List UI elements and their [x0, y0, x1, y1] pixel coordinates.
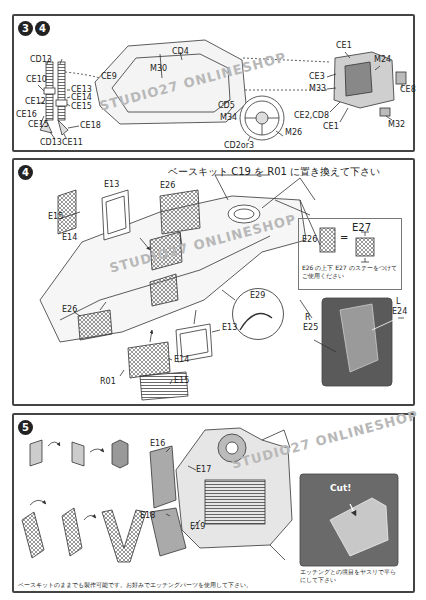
part-label: E16 [150, 440, 165, 449]
photo-inset: Cut! エッチングとの境目をヤスリで平らにして下さい [296, 470, 403, 588]
part-label: E27 [352, 222, 371, 233]
part-label: E26 [62, 306, 77, 315]
watermark-text: STUDIO27 ONLINESHOP [108, 212, 298, 276]
instruction-note: E26 の上下 E27 のステーをつけてご使用ください [302, 264, 398, 279]
part-label: CD13 [30, 56, 52, 65]
part-label: CE1 [323, 123, 339, 132]
part-label: CE2,CD8 [294, 112, 329, 121]
part-label: Cut! [330, 484, 351, 494]
part-label: E13 [104, 181, 119, 190]
part-label: E29 [250, 292, 265, 301]
part-label: CD4 [172, 48, 189, 57]
part-label: CE15 [71, 103, 92, 112]
part-label: E18 [140, 512, 155, 521]
part-label: E25 [303, 324, 318, 333]
part-label: R [305, 314, 311, 323]
step-number: 3 [18, 21, 33, 36]
part-label: CE14 [71, 94, 92, 103]
part-label: M32 [388, 121, 405, 130]
part-label: CD5 [218, 102, 235, 111]
part-label: E15 [174, 377, 189, 386]
part-label: CE1 [336, 42, 352, 51]
part-label: E17 [196, 466, 211, 475]
part-label: M24 [374, 56, 391, 65]
instruction-note: エッチングとの境目をヤスリで平らにして下さい [300, 568, 400, 583]
step-panel: 5 ベースキットのままでも製作可能です。お好みでエッチングパーツを使用して下さい。… [12, 413, 415, 593]
part-label: M34 [220, 114, 237, 123]
part-label: E19 [190, 523, 205, 532]
part-label: CD13 [40, 139, 62, 148]
part-label: E14 [174, 356, 189, 365]
part-label: L [396, 298, 400, 307]
part-label: M30 [150, 65, 167, 74]
part-label: E26 [302, 236, 317, 245]
part-label: M33 [309, 85, 326, 94]
step-number: 5 [18, 420, 33, 435]
part-label: ベースキット C19 を R01 に置き換えて下さい [168, 166, 380, 177]
watermark-text: STUDIO27 ONLINESHOP [98, 50, 288, 114]
magnify-circle: E29 [232, 288, 284, 340]
part-label: E14 [62, 234, 77, 243]
instruction-note: ベースキットのままでも製作可能です。お好みでエッチングパーツを使用して下さい。 [18, 581, 298, 589]
part-label: E26 [160, 182, 175, 191]
part-label: CE11 [62, 139, 83, 148]
part-label: CE15 [28, 121, 49, 130]
part-label: CE9 [101, 73, 117, 82]
part-label: E24 [392, 308, 407, 317]
part-label: CE12 [25, 98, 46, 107]
part-label: E13 [222, 324, 237, 333]
part-label: CE10 [26, 76, 47, 85]
part-label: = [340, 232, 348, 243]
part-label: CE3 [309, 73, 325, 82]
photo-inset: RE25 LE24 [300, 296, 410, 388]
part-label: CD2or3 [224, 142, 254, 151]
step-panel: 4 ベースキット C19 を R01 に置き換えて下さい E26 = E27E26 の上… [12, 158, 415, 406]
part-label: CE16 [16, 111, 37, 120]
part-label: CE18 [80, 122, 101, 131]
watermark-text: STUDIO27 ONLINESHOP [230, 408, 420, 472]
detail-inset: E26 = E27E26 の上下 E27 のステーをつけてご使用ください [298, 218, 402, 290]
part-label: CE8 [400, 86, 416, 95]
step-number: 4 [35, 21, 50, 36]
part-label: M26 [285, 129, 302, 138]
step-number: 4 [18, 165, 33, 180]
part-label: R01 [100, 378, 116, 387]
part-label: E15 [48, 213, 63, 222]
